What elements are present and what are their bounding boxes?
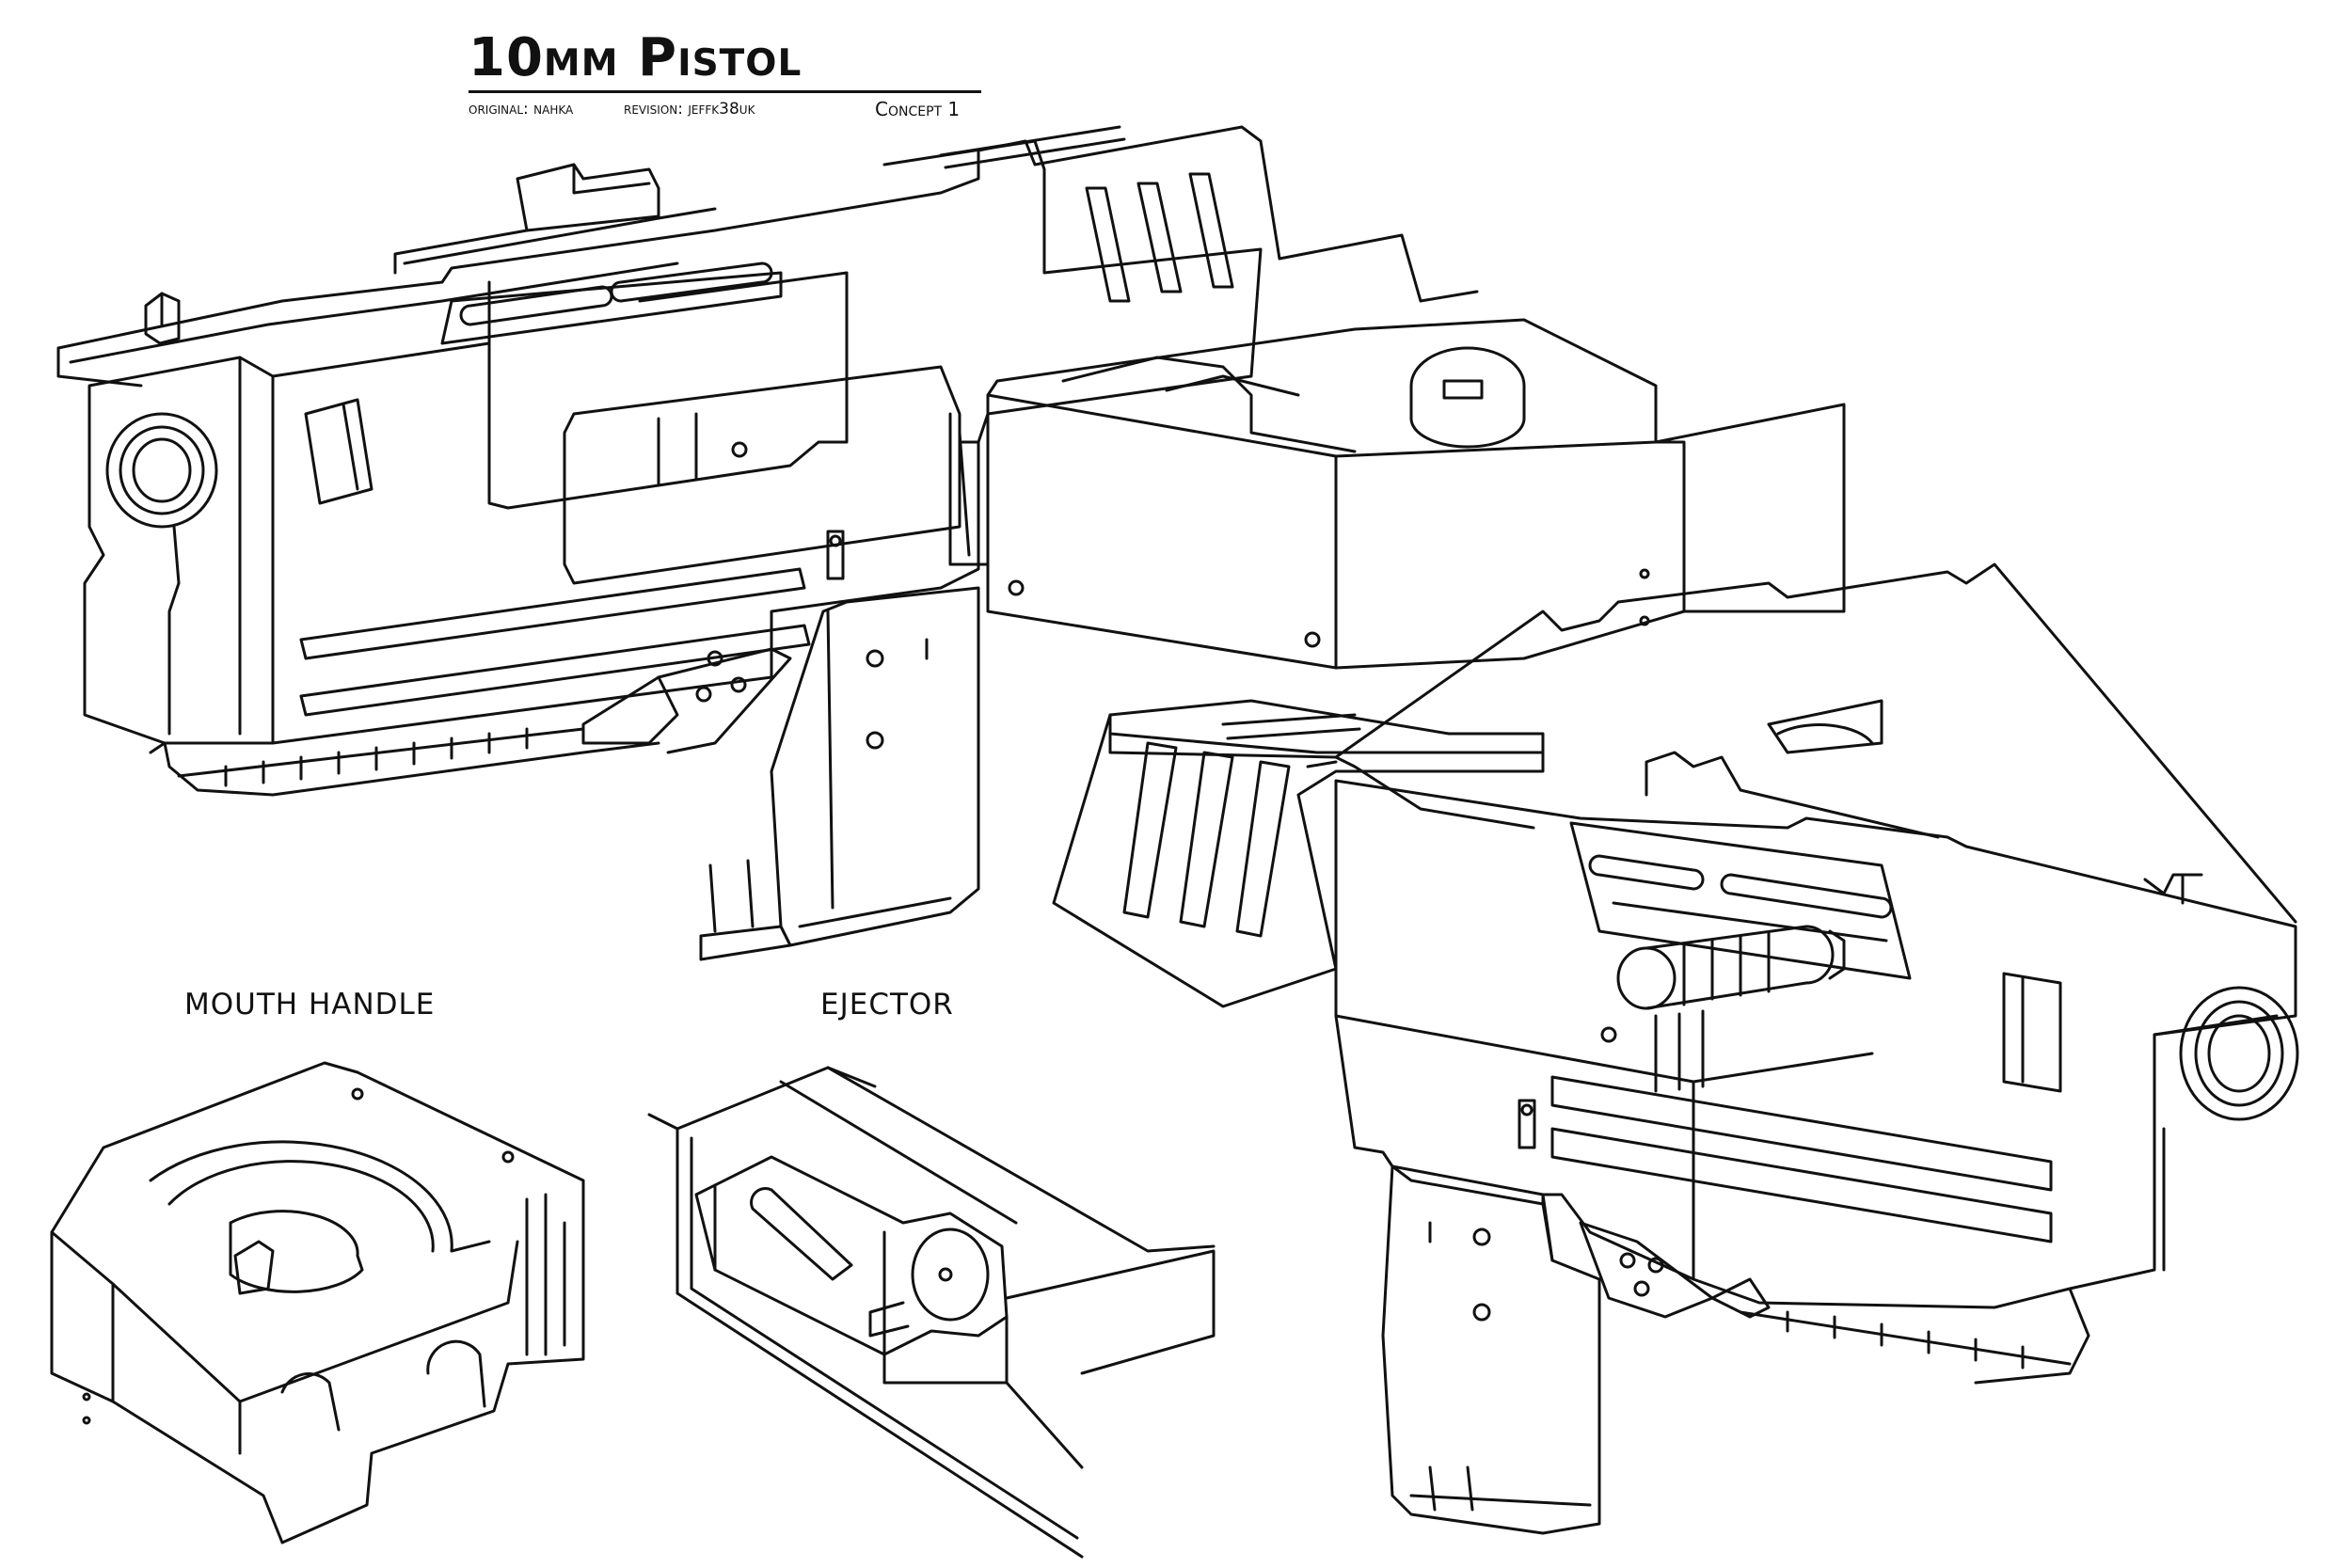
mouth-handle-label: MOUTH HANDLE — [184, 988, 436, 1022]
pistol-mirrored-view — [1054, 564, 2297, 1533]
sheet-title: 10mm Pistol — [469, 27, 803, 88]
title-block: 10mm Pistol original: nahka revision: je… — [469, 27, 981, 120]
title-underline — [469, 90, 981, 93]
ejector-label: EJECTOR — [820, 988, 954, 1022]
pistol-side-view — [58, 127, 1844, 959]
mouth-handle-detail — [52, 1063, 583, 1543]
revision-credit: revision: jeffk38uk — [624, 100, 755, 119]
original-credit: original: nahka — [469, 100, 574, 119]
concept-label: Concept 1 — [875, 98, 961, 120]
ejector-detail — [649, 1068, 1214, 1557]
